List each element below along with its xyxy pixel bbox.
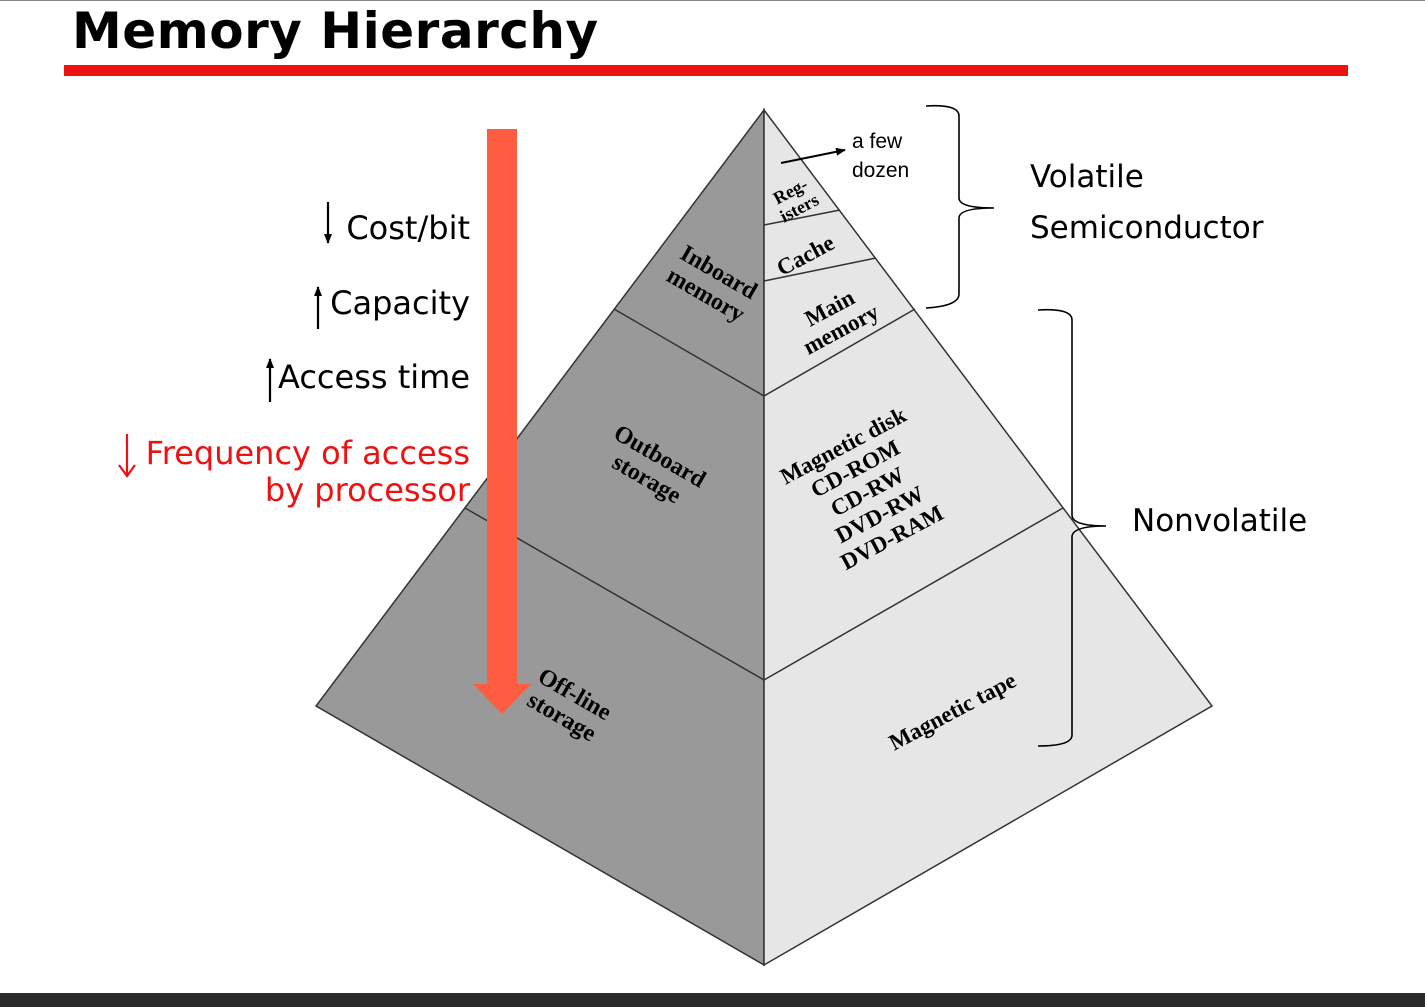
nonvolatile-label: Nonvolatile (1132, 503, 1307, 539)
svg-text:Access time: Access time (278, 358, 470, 396)
svg-text:dozen: dozen (852, 159, 909, 182)
registers-count-note: a few dozen (780, 130, 909, 182)
svg-text:by processor: by processor (265, 471, 471, 509)
cost-per-bit-trend: Cost/bit (324, 202, 470, 247)
page-title: Memory Hierarchy (72, 2, 599, 60)
svg-text:Cost/bit: Cost/bit (346, 209, 470, 247)
volatile-label: Volatile (1030, 159, 1144, 195)
capacity-trend: Capacity (314, 284, 470, 329)
svg-text:Frequency of access: Frequency of access (146, 434, 470, 472)
title-underline (64, 65, 1348, 76)
svg-text:a few: a few (852, 130, 903, 153)
pyramid-divider-lines (464, 209, 1064, 681)
flow-down-arrow (473, 129, 531, 714)
svg-text:Capacity: Capacity (330, 284, 470, 322)
frequency-of-access-trend: Frequency of access by processor (118, 434, 471, 509)
access-time-trend: Access time (266, 358, 470, 402)
bottom-bar (0, 993, 1425, 1007)
pyramid-right-face (763, 107, 1214, 967)
volatile-bracket (925, 104, 995, 309)
top-border (0, 0, 1425, 1)
semiconductor-label: Semiconductor (1030, 210, 1264, 246)
nonvolatile-bracket (1037, 308, 1107, 747)
